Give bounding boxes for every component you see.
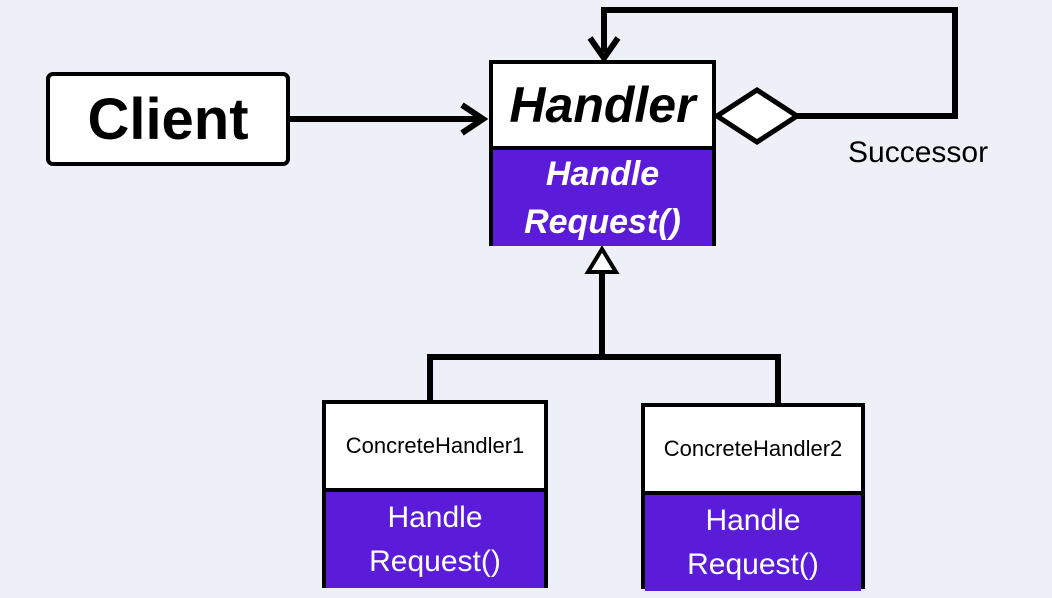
handler-method-line2: Request() — [524, 203, 681, 241]
concrete-handler-1-name: ConcreteHandler1 — [326, 404, 544, 488]
concrete-handler-2-method-line2: Request() — [687, 548, 819, 581]
successor-loop-line — [601, 7, 958, 119]
concrete-handler-1-method-line2: Request() — [369, 545, 501, 578]
concrete-handler-2-method: Handle Request() — [645, 491, 861, 591]
handler-method-line1: Handle — [545, 155, 660, 193]
inheritance-branches — [427, 354, 781, 403]
concrete-handler-1-method: Handle Request() — [326, 488, 544, 588]
concrete-handler-2-class: ConcreteHandler2 Handle Request() — [641, 403, 865, 591]
concrete-handler-2-method-line1: Handle — [705, 504, 801, 537]
handler-class: Handler Handle Request() — [489, 60, 716, 246]
client-label: Client — [87, 86, 249, 152]
concrete-handler-2-name: ConcreteHandler2 — [645, 407, 861, 491]
successor-label: Successor — [848, 136, 989, 169]
concrete-handler-1-class: ConcreteHandler1 Handle Request() — [322, 400, 548, 588]
concrete-handler-1-method-line1: Handle — [387, 501, 483, 534]
client-handler-arrowhead — [460, 102, 489, 136]
successor-arrowhead — [587, 36, 621, 64]
handler-class-name: Handler — [493, 64, 712, 146]
client-box: Client — [46, 72, 290, 166]
handler-method: Handle Request() — [493, 146, 712, 246]
aggregation-diamond — [712, 87, 802, 145]
inheritance-triangle — [584, 245, 620, 274]
